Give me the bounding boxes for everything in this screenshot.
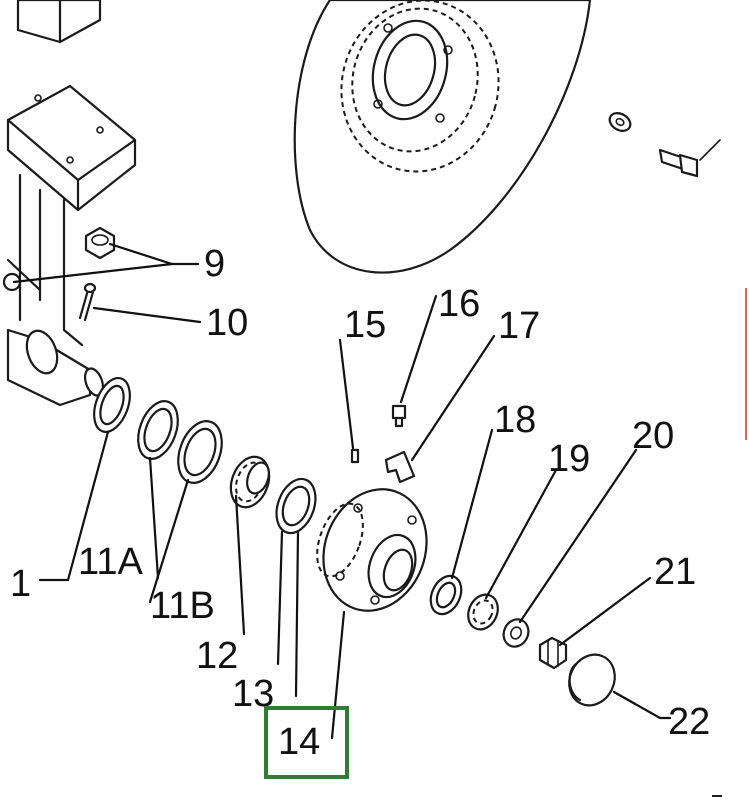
pin-10 (78, 282, 97, 322)
label-12: 12 (196, 635, 238, 677)
label-17: 17 (498, 305, 540, 347)
label-10: 10 (206, 302, 248, 344)
clip-17 (384, 450, 416, 484)
seal-18 (429, 574, 463, 616)
label-22: 22 (668, 701, 710, 743)
label-21: 21 (654, 551, 696, 593)
ring-11b (177, 420, 223, 484)
disc-bolt (658, 139, 721, 178)
label-1: 1 (10, 563, 31, 605)
highlight-box-14 (264, 706, 349, 779)
disc-washer (608, 112, 632, 132)
leader-lines (12, 242, 672, 740)
bearing-cup-11a (137, 400, 179, 460)
label-20: 20 (632, 415, 674, 457)
frame-bracket (2, 0, 137, 347)
label-11b: 11B (150, 585, 215, 627)
bolt-16 (391, 404, 407, 428)
label-18: 18 (494, 399, 536, 441)
label-9: 9 (204, 243, 225, 285)
seal-1 (93, 377, 131, 433)
label-16: 16 (438, 283, 480, 325)
bearing-cup-13 (275, 477, 317, 535)
label-15: 15 (344, 304, 386, 346)
nut-9 (84, 226, 116, 260)
dust-cap-22 (568, 653, 616, 707)
roller-bearing-12 (229, 455, 271, 509)
hub-14 (316, 488, 428, 612)
washer-20 (502, 618, 530, 648)
label-11a: 11A (78, 541, 143, 583)
label-14: 14 (278, 721, 320, 763)
grease-fitting-15 (350, 448, 360, 464)
disc (293, 0, 592, 274)
spindle (6, 328, 105, 407)
label-19: 19 (548, 438, 590, 480)
bearing-19 (467, 593, 499, 631)
